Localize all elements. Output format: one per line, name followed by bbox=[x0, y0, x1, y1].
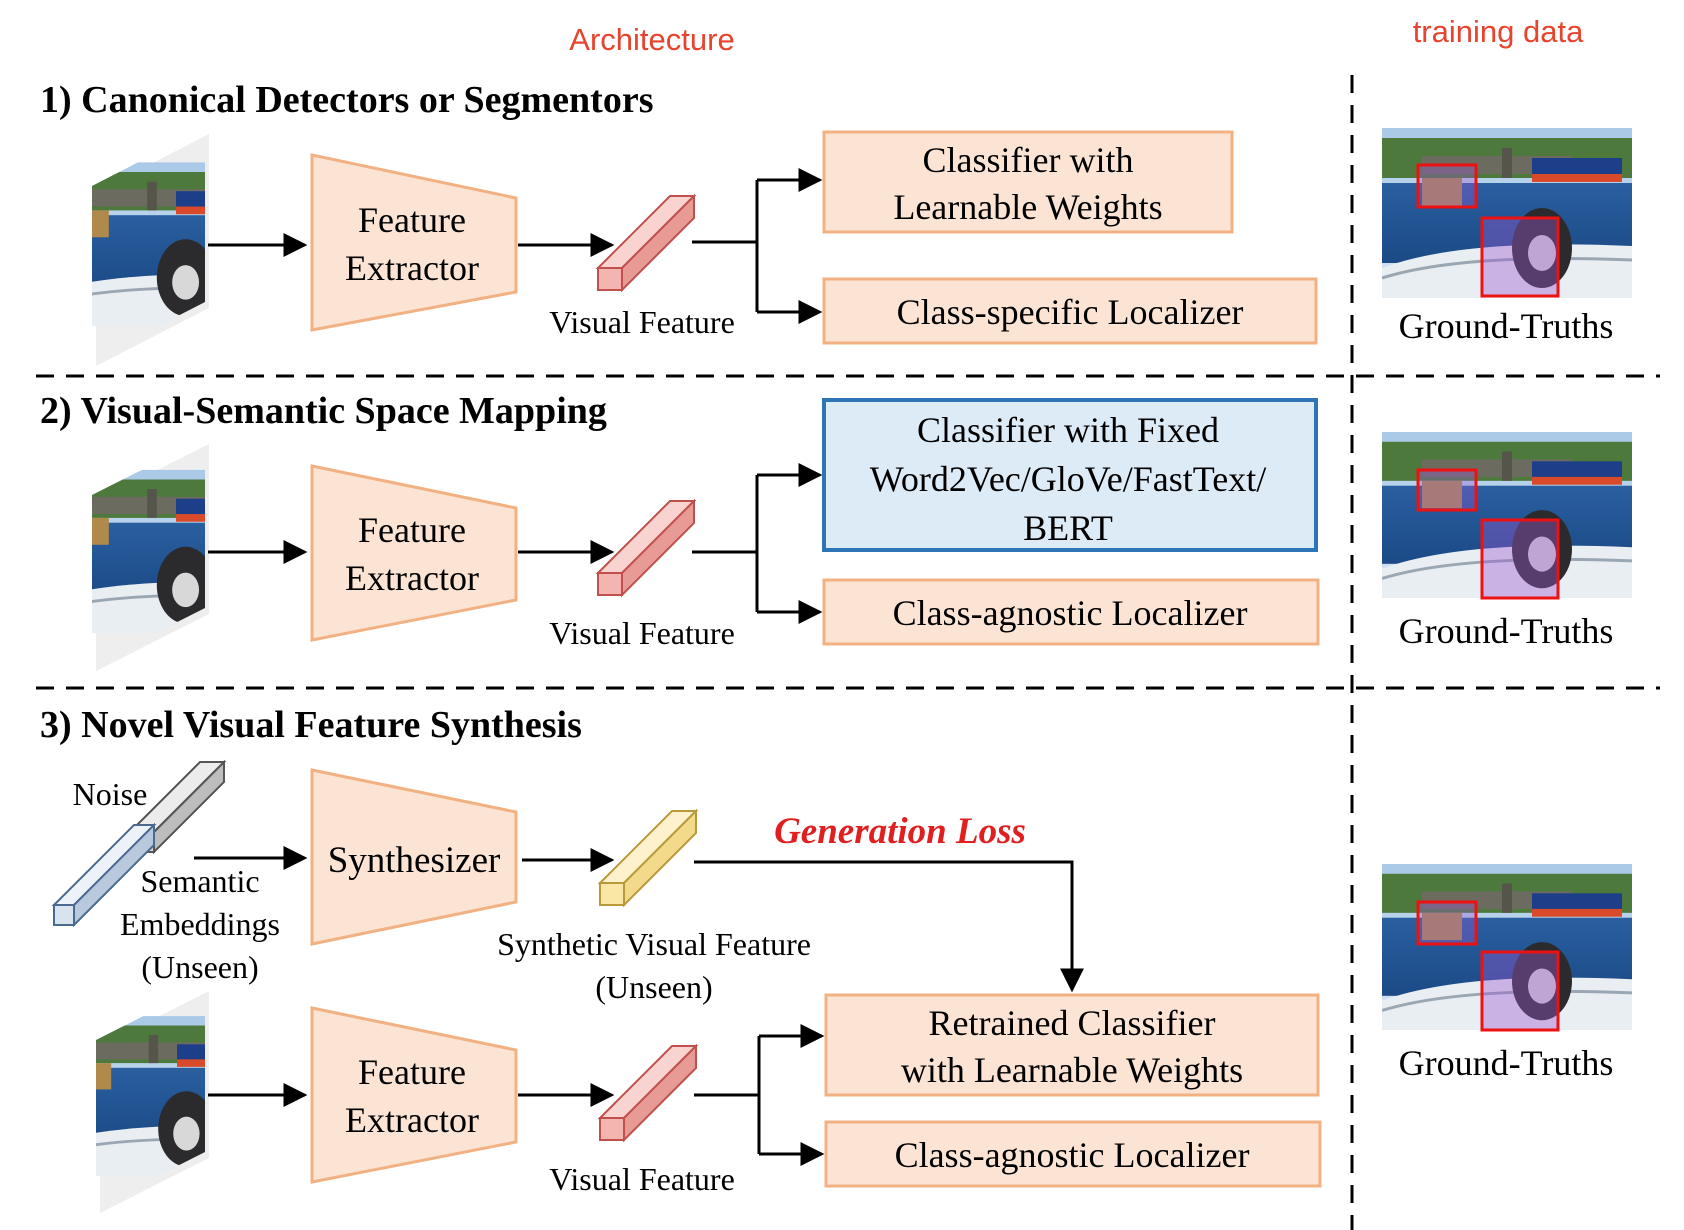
semantic-label-line3: (Unseen) bbox=[141, 949, 258, 985]
generation-loss-label: Generation Loss bbox=[774, 811, 1026, 852]
visual-feature-bar bbox=[595, 193, 697, 293]
classifier-line1: Retrained Classifier bbox=[929, 1003, 1216, 1043]
visual-feature-label: Visual Feature bbox=[549, 615, 735, 651]
classifier-line1: Classifier with bbox=[923, 140, 1134, 180]
input-image bbox=[32, 134, 209, 366]
retrained-classifier-box bbox=[824, 993, 1320, 1097]
localizer-box bbox=[822, 578, 1320, 646]
extractor-label-line1: Feature bbox=[358, 510, 466, 550]
synthesizer-label: Synthesizer bbox=[328, 840, 501, 881]
input-image bbox=[32, 444, 209, 671]
extractor-label-line2: Extractor bbox=[345, 558, 479, 598]
classifier-line2: Learnable Weights bbox=[893, 187, 1162, 227]
noise-label: Noise bbox=[73, 776, 148, 812]
section-3-title: 3) Novel Visual Feature Synthesis bbox=[40, 704, 582, 746]
localizer-label: Class-specific Localizer bbox=[897, 292, 1244, 332]
localizer-label: Class-agnostic Localizer bbox=[895, 1135, 1250, 1175]
section-1-title: 1) Canonical Detectors or Segmentors bbox=[40, 79, 654, 121]
feature-extractor bbox=[310, 153, 518, 332]
localizer-box bbox=[824, 1120, 1322, 1188]
visual-feature-label: Visual Feature bbox=[549, 304, 735, 340]
classifier-line2: Word2Vec/GloVe/FastText/ bbox=[870, 459, 1267, 499]
feature-extractor bbox=[310, 464, 518, 642]
synthetic-feature-bar bbox=[597, 808, 699, 908]
ground-truth-image bbox=[1382, 432, 1632, 600]
feature-extractor bbox=[310, 1006, 518, 1184]
ground-truth-image bbox=[1382, 128, 1632, 298]
classifier-line2: with Learnable Weights bbox=[901, 1050, 1243, 1090]
input-image bbox=[96, 991, 209, 1213]
synthetic-feature-label-line1: Synthetic Visual Feature bbox=[497, 926, 811, 962]
semantic-label-line1: Semantic bbox=[140, 863, 259, 899]
visual-feature-label: Visual Feature bbox=[549, 1161, 735, 1197]
extractor-label-line1: Feature bbox=[358, 1052, 466, 1092]
extractor-label-line1: Feature bbox=[358, 200, 466, 240]
classifier-line1: Classifier with Fixed bbox=[917, 410, 1219, 450]
ground-truth-label: Ground-Truths bbox=[1399, 611, 1614, 651]
ground-truth-image bbox=[1382, 864, 1632, 1032]
ground-truth-label: Ground-Truths bbox=[1399, 1043, 1614, 1083]
generation-loss-arrow bbox=[694, 860, 1084, 993]
visual-feature-bar bbox=[597, 1043, 699, 1143]
classifier-line3: BERT bbox=[1023, 508, 1113, 548]
training-data-heading: training data bbox=[1413, 14, 1584, 49]
section-2-title: 2) Visual-Semantic Space Mapping bbox=[40, 390, 607, 432]
architecture-heading: Architecture bbox=[569, 22, 734, 57]
localizer-label: Class-agnostic Localizer bbox=[893, 593, 1248, 633]
classifier-box bbox=[822, 130, 1234, 234]
synthetic-feature-label-line2: (Unseen) bbox=[595, 969, 712, 1005]
fixed-classifier-box bbox=[822, 398, 1318, 552]
localizer-box bbox=[822, 277, 1318, 345]
section-2: 2) Visual-Semantic Space Mapping Feature… bbox=[32, 390, 1632, 671]
section-3: 3) Novel Visual Feature Synthesis Noise … bbox=[40, 704, 1632, 1213]
section-1: 1) Canonical Detectors or Segmentors Fea… bbox=[32, 79, 1632, 366]
synthesizer bbox=[310, 768, 518, 946]
semantic-label-line2: Embeddings bbox=[120, 906, 280, 942]
semantic-embedding-vector bbox=[51, 822, 157, 928]
ground-truth-label: Ground-Truths bbox=[1399, 306, 1614, 346]
extractor-label-line2: Extractor bbox=[345, 1100, 479, 1140]
visual-feature-bar bbox=[595, 498, 697, 598]
extractor-label-line2: Extractor bbox=[345, 248, 479, 288]
